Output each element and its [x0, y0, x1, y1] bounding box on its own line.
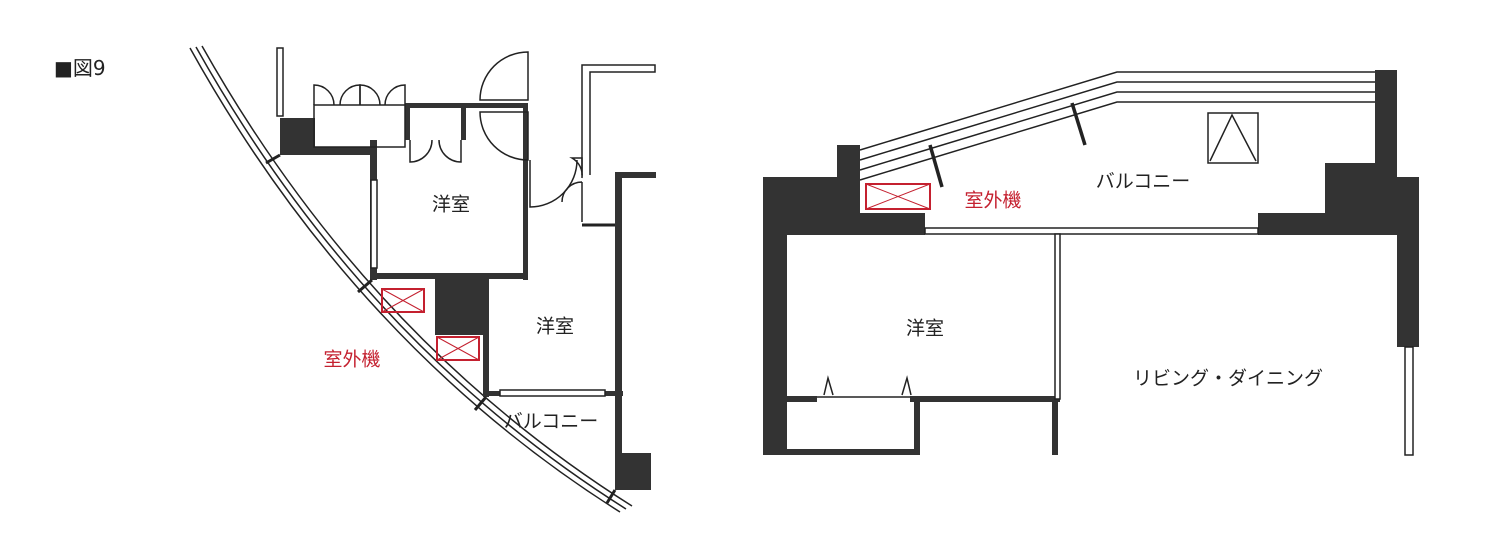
balcony-label: バルコニー [503, 410, 599, 433]
room-label: 洋室 [535, 315, 575, 338]
outdoor-unit-icon [381, 288, 425, 313]
hatch-icon [1207, 112, 1259, 164]
figure-label: ■図9 [54, 56, 106, 80]
left-walls [280, 103, 656, 490]
outdoor-unit-icon [436, 336, 480, 361]
right-walls [763, 70, 1419, 455]
outdoor-unit-label: 室外機 [964, 189, 1022, 212]
balcony-label: バルコニー [1095, 170, 1191, 193]
outdoor-unit-label: 室外機 [323, 348, 381, 371]
living-dining-label: リビング・ダイニング [1132, 367, 1324, 390]
left-floor-plan [189, 45, 656, 513]
room-label: 洋室 [905, 317, 945, 340]
outdoor-unit-icon [865, 183, 931, 210]
right-floor-plan [763, 70, 1419, 456]
room-label: 洋室 [431, 193, 471, 216]
